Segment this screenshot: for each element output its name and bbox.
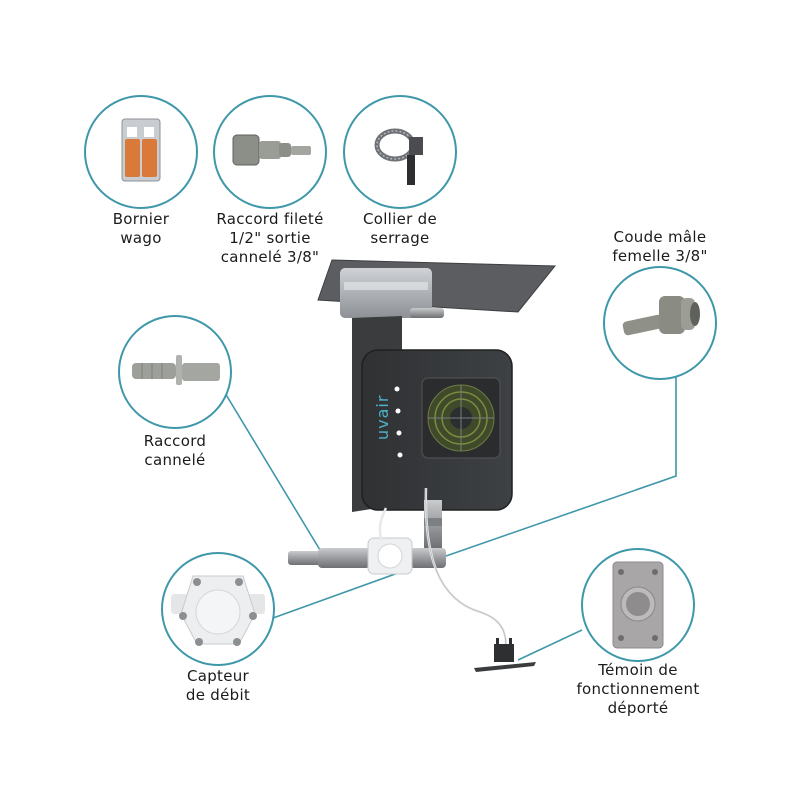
inlet-barb: [288, 551, 322, 565]
indicator-led: [395, 408, 401, 414]
callout-raccord-cannele: [118, 315, 232, 429]
line-temoin: [517, 629, 583, 661]
label-collier-serrage: Collier de serrage: [362, 210, 438, 247]
cable: [378, 507, 388, 541]
line-raccord-cannele: [221, 387, 321, 551]
label-capteur-debit: Capteur de débit: [185, 667, 251, 704]
fan-icon: [421, 377, 501, 459]
wago-connector-icon: [121, 118, 161, 182]
indicator-led: [396, 430, 402, 436]
indicator-led: [397, 452, 403, 458]
line-capteur-debit: [261, 572, 399, 623]
barbed-fitting-icon: [132, 355, 220, 385]
brand-logo: uvair: [373, 395, 392, 440]
remote-indicator-mount: [474, 638, 536, 672]
callout-coude: [603, 266, 717, 380]
callout-collier-serrage: [343, 95, 457, 209]
label-temoin: Témoin de fonctionnement déporté: [576, 661, 700, 717]
lamp-cap: [340, 268, 432, 318]
label-bornier-wago: Bornier wago: [112, 210, 170, 247]
indicator-led: [394, 386, 400, 392]
flow-sensor-inline: [367, 537, 413, 575]
label-raccord-cannele: Raccord cannelé: [143, 432, 207, 469]
flow-sensor-icon: [171, 575, 265, 646]
callout-temoin: [581, 548, 695, 662]
elbow-fitting-icon: [622, 296, 700, 336]
hose-clamp-icon: [374, 128, 423, 185]
line-coude: [445, 372, 677, 557]
callout-bornier-wago: [84, 95, 198, 209]
threaded-fitting-icon: [232, 134, 311, 166]
label-coude: Coude mâle femelle 3/8": [612, 228, 708, 265]
callout-capteur-debit: [161, 552, 275, 666]
label-raccord-filete: Raccord fileté 1/2" sortie cannelé 3/8": [216, 210, 324, 266]
callout-raccord-filete: [213, 95, 327, 209]
remote-indicator-icon: [612, 561, 664, 649]
